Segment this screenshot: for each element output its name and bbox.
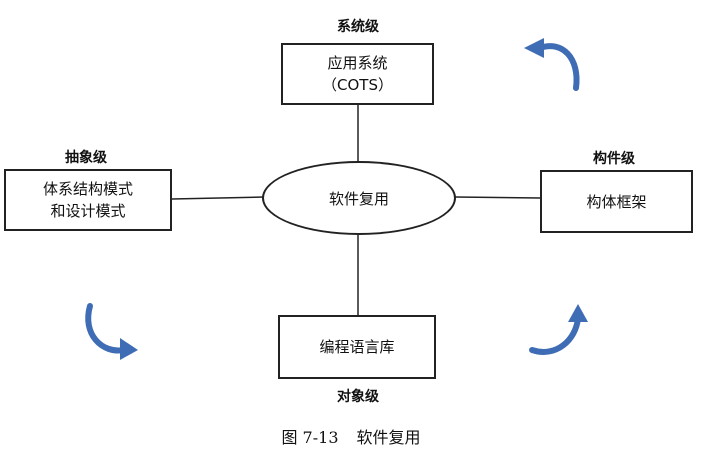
level-label-abstract: 抽象级 (65, 150, 107, 166)
box-programming-library-line1: 编程语言库 (319, 338, 395, 356)
caption-title: 软件复用 (356, 428, 421, 447)
box-application-system-line2: （COTS） (322, 76, 393, 94)
level-label-object: 对象级 (337, 389, 379, 405)
box-component-framework-line1: 构体框架 (586, 192, 647, 211)
box-architecture-patterns-line2: 和设计模式 (50, 202, 126, 220)
level-label-component: 构件级 (593, 151, 635, 167)
connector-right (454, 196, 541, 199)
figure-caption: 图 7-13 软件复用 (0, 424, 702, 448)
caption-number: 图 7-13 (281, 428, 339, 447)
box-architecture-patterns: 体系结构模式 和设计模式 (4, 169, 172, 231)
curved-arrow-icon (85, 303, 138, 360)
center-ellipse: 软件复用 (262, 161, 456, 235)
box-application-system: 应用系统 （COTS） (281, 43, 434, 105)
curved-arrow-icon (524, 38, 580, 91)
box-programming-library: 编程语言库 (278, 315, 436, 379)
curved-arrow-icon (529, 304, 588, 355)
center-label: 软件复用 (328, 189, 389, 208)
box-application-system-line1: 应用系统 (327, 54, 388, 72)
box-component-framework: 构体框架 (540, 170, 693, 233)
level-label-system: 系统级 (337, 19, 379, 35)
box-architecture-patterns-line1: 体系结构模式 (42, 180, 133, 198)
connector-left (171, 196, 265, 200)
